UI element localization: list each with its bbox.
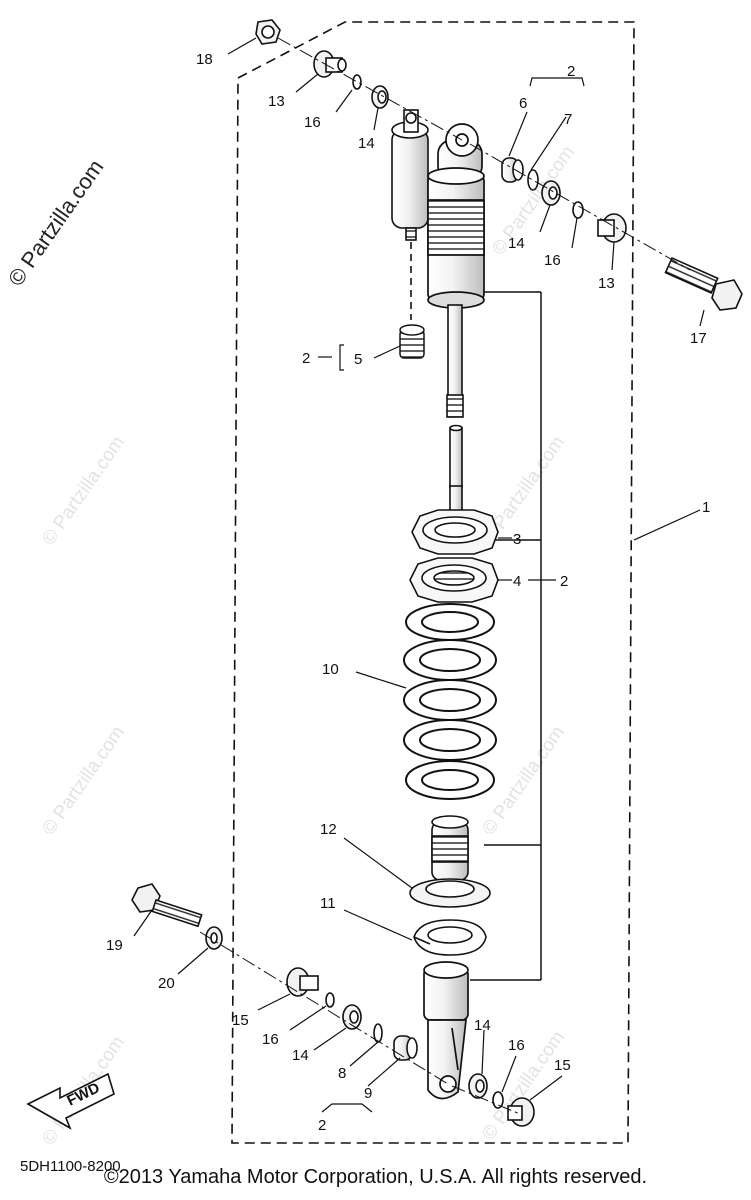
callout-13: 13	[268, 93, 285, 110]
callout-12: 12	[320, 821, 337, 838]
top-mount-hardware	[255, 19, 743, 311]
bottom-mount-hardware	[131, 883, 535, 1127]
spring-10	[403, 603, 497, 800]
callout-14: 14	[474, 1017, 491, 1034]
callout-2: 2	[318, 1117, 326, 1134]
callout-13: 13	[598, 275, 615, 292]
bump-rubber	[431, 815, 469, 881]
callout-9: 9	[364, 1085, 372, 1102]
callout-17: 17	[690, 330, 707, 347]
callout-3: 3	[513, 531, 521, 548]
callout-1: 1	[702, 499, 710, 516]
callout-19: 19	[106, 937, 123, 954]
callout-7: 7	[564, 111, 572, 128]
callout-2: 2	[560, 573, 568, 590]
callouts: 18 13 16 14 2 6 7 14 16 13 17 2 5 3 4 2 …	[106, 51, 710, 1134]
callout-5: 5	[354, 351, 362, 368]
callout-2: 2	[567, 63, 575, 80]
spring-guide-12	[409, 878, 491, 908]
shock-body	[427, 123, 485, 309]
callout-14: 14	[292, 1047, 309, 1064]
callout-2: 2	[302, 350, 310, 367]
leader-lines	[133, 37, 705, 1113]
nut-5	[399, 324, 425, 359]
spring-stopper-11	[413, 919, 487, 956]
callout-8: 8	[338, 1065, 346, 1082]
reference-code: 5DH1100-8200	[20, 1158, 121, 1175]
copyright-notice: ©2013 Yamaha Motor Corporation, U.S.A. A…	[103, 1166, 648, 1188]
lower-clevis	[423, 961, 469, 1100]
callout-15: 15	[232, 1012, 249, 1029]
lock-nut-3	[411, 509, 499, 555]
callout-6: 6	[519, 95, 527, 112]
kit-bracket	[470, 291, 542, 981]
callout-20: 20	[158, 975, 175, 992]
callout-18: 18	[196, 51, 213, 68]
callout-16: 16	[508, 1037, 525, 1054]
callout-14: 14	[508, 235, 525, 252]
reservoir	[391, 109, 429, 320]
assembly-boundary	[231, 21, 635, 1144]
callout-10: 10	[322, 661, 339, 678]
callout-16: 16	[262, 1031, 279, 1048]
fwd-arrow-icon: FWD	[26, 1072, 115, 1130]
piston-rod	[446, 304, 464, 531]
callout-15: 15	[554, 1057, 571, 1074]
callout-16: 16	[304, 114, 321, 131]
callout-16: 16	[544, 252, 561, 269]
callout-4: 4	[513, 573, 521, 590]
callout-14: 14	[358, 135, 375, 152]
callout-11: 11	[320, 895, 336, 912]
adjusting-nut-4	[409, 557, 499, 603]
